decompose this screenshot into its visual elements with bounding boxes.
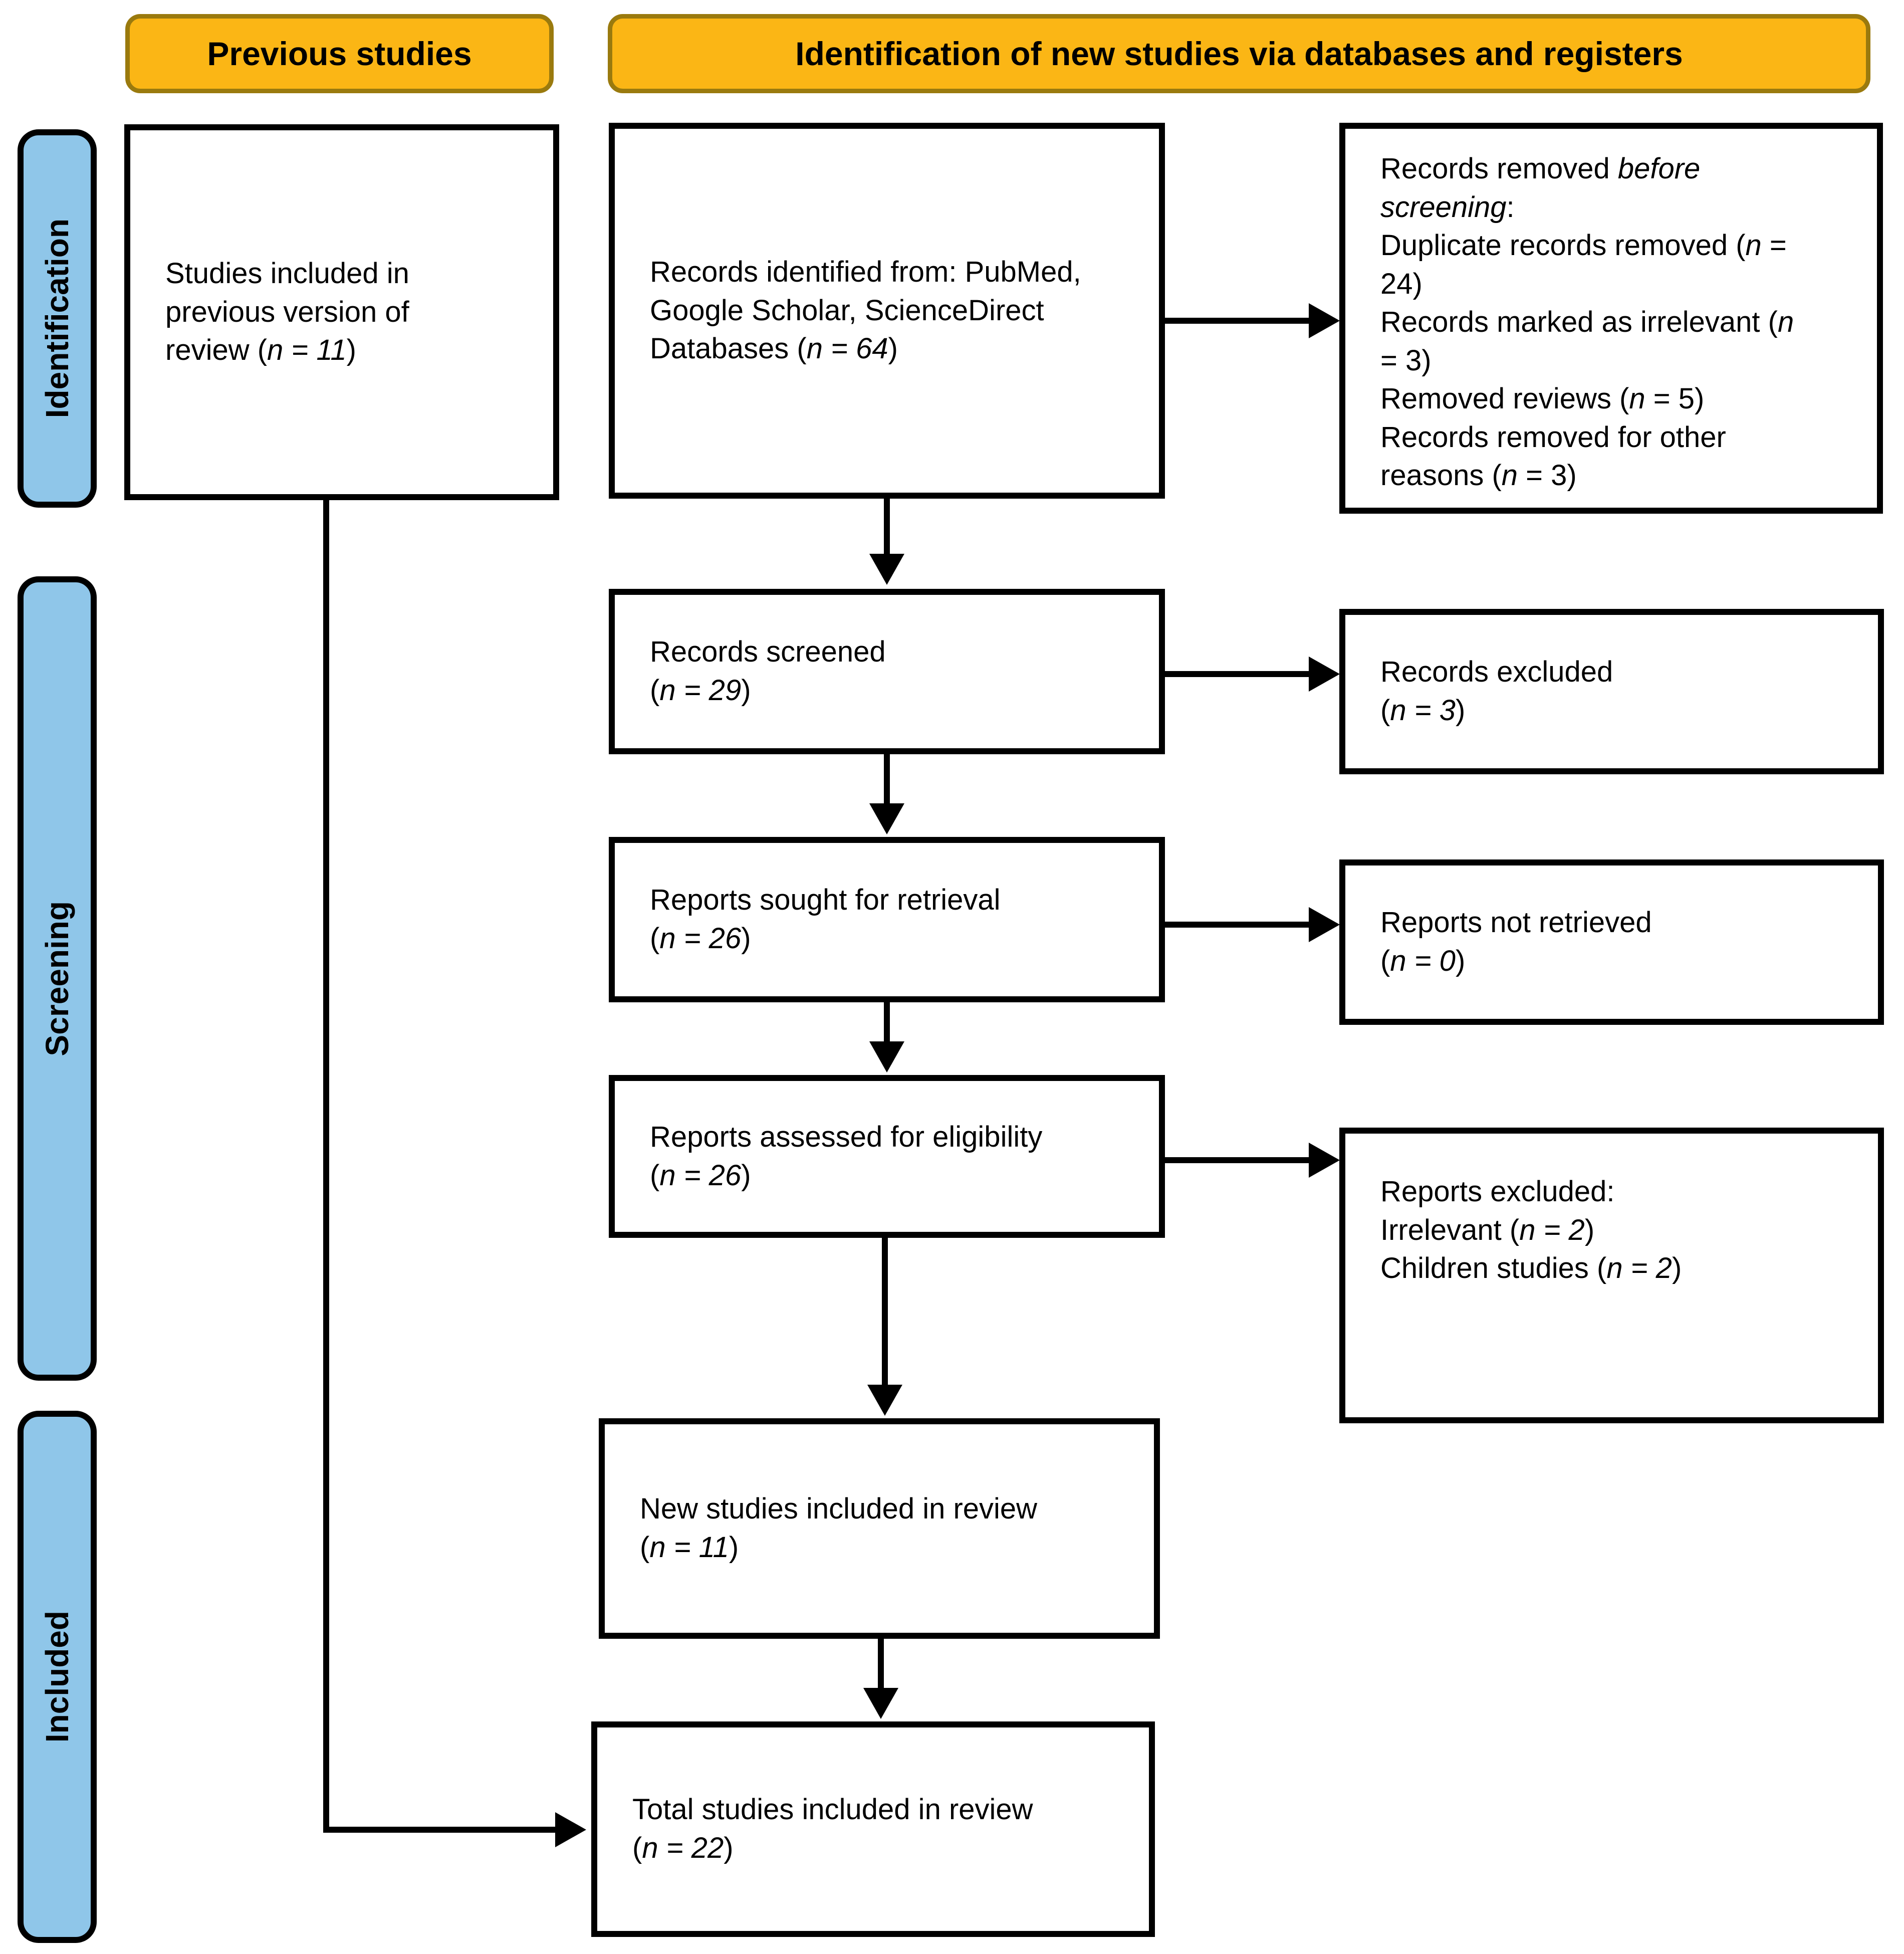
arrow-previous-to-total-head-icon xyxy=(555,1812,586,1847)
box-new-studies-included-text: New studies included in review(n = 11) xyxy=(640,1492,1038,1564)
arrow-screened-to-excluded-head-icon xyxy=(1309,657,1340,692)
box-reports-excluded: Reports excluded:Irrelevant (n = 2)Child… xyxy=(1339,1128,1884,1423)
arrow-assessed-to-reports-excluded-head-icon xyxy=(1309,1143,1340,1178)
header-identification-new-studies-label: Identification of new studies via databa… xyxy=(795,35,1683,72)
arrow-assessed-to-reports-excluded-line xyxy=(1165,1157,1313,1163)
stage-label-screening: Screening xyxy=(18,576,97,1381)
stage-label-identification-text: Identification xyxy=(39,219,75,418)
arrow-screened-to-sought-line xyxy=(884,754,890,807)
arrow-assessed-to-new-studies-line xyxy=(882,1238,888,1388)
box-records-excluded: Records excluded(n = 3) xyxy=(1339,609,1884,774)
arrow-sought-to-assessed-line xyxy=(884,1002,890,1045)
box-new-studies-included: New studies included in review(n = 11) xyxy=(599,1418,1160,1639)
box-records-identified: Records identified from: PubMed,Google S… xyxy=(609,123,1165,499)
arrow-sought-to-assessed-head-icon xyxy=(869,1041,904,1072)
stage-label-included: Included xyxy=(18,1411,97,1943)
box-records-screened: Records screened(n = 29) xyxy=(609,589,1165,754)
stage-label-included-text: Included xyxy=(39,1611,75,1743)
box-reports-assessed: Reports assessed for eligibility(n = 26) xyxy=(609,1075,1165,1238)
box-reports-sought: Reports sought for retrieval(n = 26) xyxy=(609,837,1165,1002)
arrow-identified-to-removed-head-icon xyxy=(1309,303,1340,338)
box-reports-excluded-text: Reports excluded:Irrelevant (n = 2)Child… xyxy=(1380,1175,1682,1285)
box-reports-sought-text: Reports sought for retrieval(n = 26) xyxy=(650,884,1001,955)
header-previous-studies: Previous studies xyxy=(125,14,554,93)
stage-label-screening-text: Screening xyxy=(39,901,75,1056)
arrow-sought-to-not-retrieved-head-icon xyxy=(1309,907,1340,942)
box-records-excluded-text: Records excluded(n = 3) xyxy=(1380,656,1613,727)
box-records-screened-text: Records screened(n = 29) xyxy=(650,635,886,707)
box-reports-not-retrieved-text: Reports not retrieved(n = 0) xyxy=(1380,906,1652,977)
header-previous-studies-label: Previous studies xyxy=(207,35,472,72)
box-reports-assessed-text: Reports assessed for eligibility(n = 26) xyxy=(650,1120,1043,1192)
arrow-new-to-total-head-icon xyxy=(863,1688,898,1719)
arrow-screened-to-sought-head-icon xyxy=(869,803,904,834)
box-total-studies-included: Total studies included in review(n = 22) xyxy=(591,1721,1155,1937)
stage-label-identification: Identification xyxy=(18,129,97,508)
arrow-previous-to-total-vertical-line xyxy=(323,500,329,1833)
arrow-identified-to-screened-head-icon xyxy=(869,554,904,585)
arrow-screened-to-excluded-line xyxy=(1165,671,1313,677)
arrow-sought-to-not-retrieved-line xyxy=(1165,922,1313,928)
header-identification-new-studies: Identification of new studies via databa… xyxy=(608,14,1870,93)
arrow-previous-to-total-horizontal-line xyxy=(323,1827,559,1833)
box-total-studies-included-text: Total studies included in review(n = 22) xyxy=(632,1793,1033,1864)
box-reports-not-retrieved: Reports not retrieved(n = 0) xyxy=(1339,859,1884,1025)
arrow-identified-to-removed-line xyxy=(1165,318,1313,324)
arrow-assessed-to-new-studies-head-icon xyxy=(867,1385,902,1416)
arrow-new-to-total-line xyxy=(878,1639,884,1691)
arrow-identified-to-screened-line xyxy=(884,499,890,556)
box-records-identified-text: Records identified from: PubMed,Google S… xyxy=(650,256,1081,365)
